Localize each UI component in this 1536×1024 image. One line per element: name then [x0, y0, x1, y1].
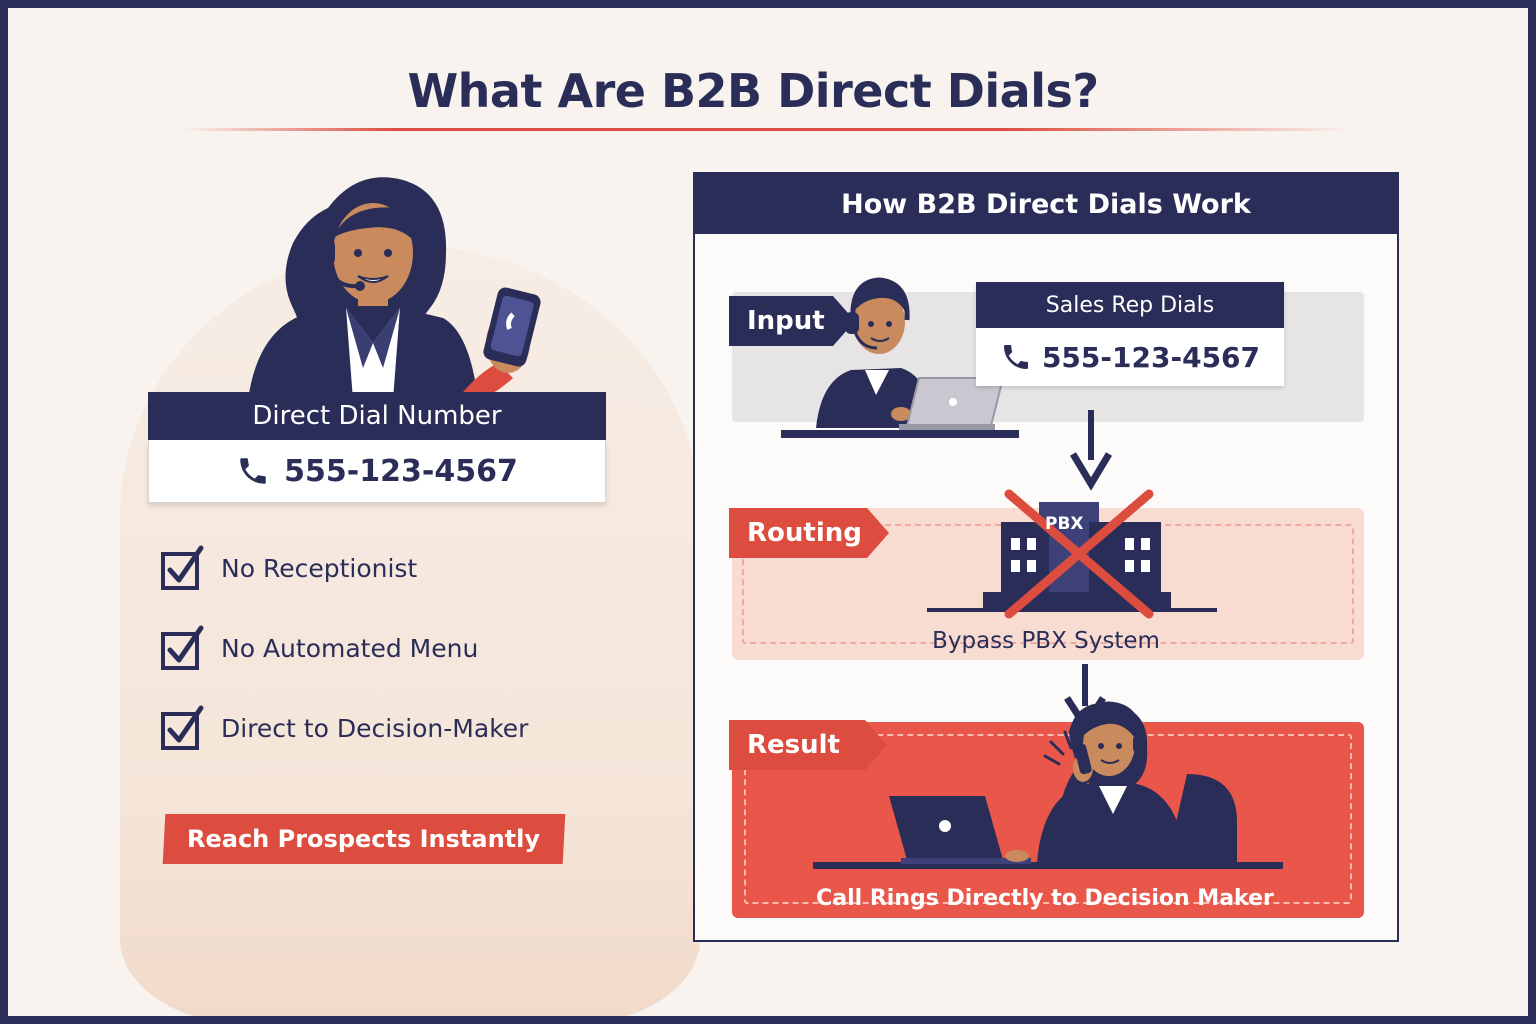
checklist-label: Direct to Decision-Maker	[221, 713, 529, 743]
arrow-down-icon	[1069, 410, 1113, 491]
result-stage-tag: Result	[729, 720, 887, 770]
pbx-building-illustration	[927, 489, 1217, 619]
page-title: What Are B2B Direct Dials?	[407, 64, 1099, 118]
laptop-icon	[889, 796, 1031, 864]
laptop-icon	[899, 377, 1005, 430]
direct-dial-number-row: 555-123-4567	[148, 440, 606, 503]
input-stage-tag: Input	[729, 296, 855, 346]
result-dashed-border	[744, 734, 1352, 904]
decision-maker-illustration	[813, 701, 1283, 869]
phone-icon	[1003, 345, 1028, 369]
sales-rep-illustration	[781, 277, 1019, 438]
checklist-item: Direct to Decision-Maker	[161, 704, 528, 752]
routing-stage-label: Routing	[747, 518, 862, 548]
checkbox-checked-icon	[161, 545, 204, 590]
panel-header: How B2B Direct Dials Work	[695, 174, 1397, 234]
how-it-works-panel: How B2B Direct Dials Work Input	[693, 172, 1399, 942]
checkbox-checked-icon	[161, 705, 204, 750]
direct-dial-header: Direct Dial Number	[148, 392, 606, 440]
title-underline	[183, 128, 1353, 131]
cross-icon	[1004, 489, 1154, 619]
result-stage-label: Result	[747, 730, 840, 760]
cta-label: Reach Prospects Instantly	[187, 825, 541, 853]
phone-icon	[240, 458, 266, 484]
pbx-label: PBX	[1045, 514, 1084, 534]
checklist-label: No Automated Menu	[221, 633, 479, 663]
routing-caption: Bypass PBX System	[932, 628, 1160, 654]
agent-with-phone-illustration	[248, 177, 541, 400]
checklist-item: No Receptionist	[161, 544, 417, 592]
result-caption: Call Rings Directly to Decision Maker	[816, 886, 1274, 911]
sales-rep-number-row: 555-123-4567	[976, 328, 1284, 386]
infographic-frame: What Are B2B Direct Dials? Direct Dial N…	[8, 8, 1528, 1016]
direct-dial-number: 555-123-4567	[284, 453, 518, 489]
routing-stage-tag: Routing	[729, 508, 889, 558]
input-stage-label: Input	[747, 306, 825, 336]
sales-rep-header: Sales Rep Dials	[976, 282, 1284, 328]
cta-banner: Reach Prospects Instantly	[162, 814, 566, 864]
sales-rep-card: Sales Rep Dials 555-123-4567	[976, 282, 1284, 386]
checklist-label: No Receptionist	[221, 553, 418, 583]
checkbox-checked-icon	[161, 625, 204, 670]
sales-rep-number: 555-123-4567	[1041, 340, 1261, 374]
checklist-item: No Automated Menu	[161, 624, 478, 672]
direct-dial-card: Direct Dial Number 555-123-4567	[148, 392, 606, 504]
